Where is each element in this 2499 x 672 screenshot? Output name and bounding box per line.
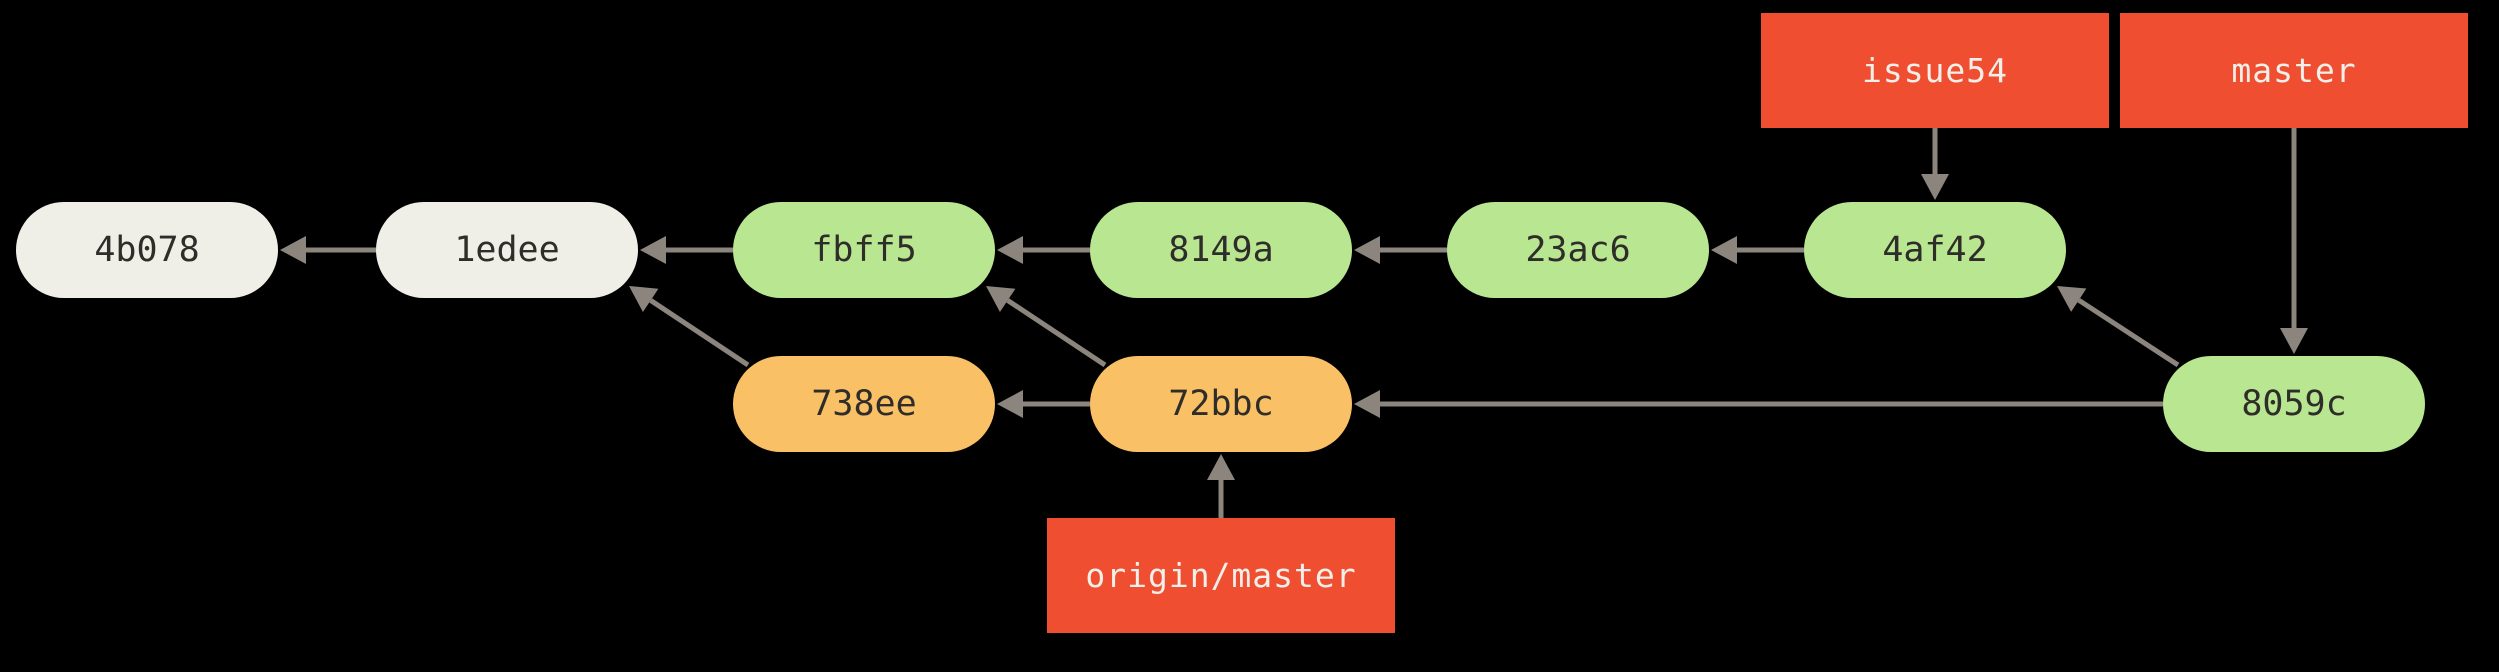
- arrow-fbff5-to-1edee: [640, 236, 733, 264]
- arrow-1edee-to-4b078: [280, 236, 376, 264]
- arrow-origin-master-to-72bbc: [1207, 454, 1235, 518]
- arrow-8059c-to-72bbc: [1354, 390, 2163, 418]
- commit-node-4af42: 4af42: [1804, 202, 2066, 298]
- arrow-72bbc-to-738ee: [997, 390, 1090, 418]
- commit-node-4b078: 4b078: [16, 202, 278, 298]
- arrow-8059c-to-4af42: [2057, 286, 2180, 368]
- arrow-8149a-to-fbff5: [997, 236, 1090, 264]
- arrow-4af42-to-23ac6: [1711, 236, 1804, 264]
- arrow-23ac6-to-8149a: [1354, 236, 1447, 264]
- commit-node-1edee: 1edee: [376, 202, 638, 298]
- branch-label-issue54: issue54: [1761, 13, 2109, 128]
- arrow-72bbc-to-fbff5: [986, 286, 1107, 368]
- branch-label-master: master: [2120, 13, 2468, 128]
- arrow-issue54-to-4af42: [1921, 128, 1949, 200]
- commit-node-8059c: 8059c: [2163, 356, 2425, 452]
- commit-node-738ee: 738ee: [733, 356, 995, 452]
- commit-node-23ac6: 23ac6: [1447, 202, 1709, 298]
- commit-node-8149a: 8149a: [1090, 202, 1352, 298]
- arrow-738ee-to-1edee: [629, 286, 750, 368]
- arrow-master-to-8059c: [2280, 128, 2308, 354]
- branch-label-origin-master: origin/master: [1047, 518, 1395, 633]
- commit-node-72bbc: 72bbc: [1090, 356, 1352, 452]
- commit-node-fbff5: fbff5: [733, 202, 995, 298]
